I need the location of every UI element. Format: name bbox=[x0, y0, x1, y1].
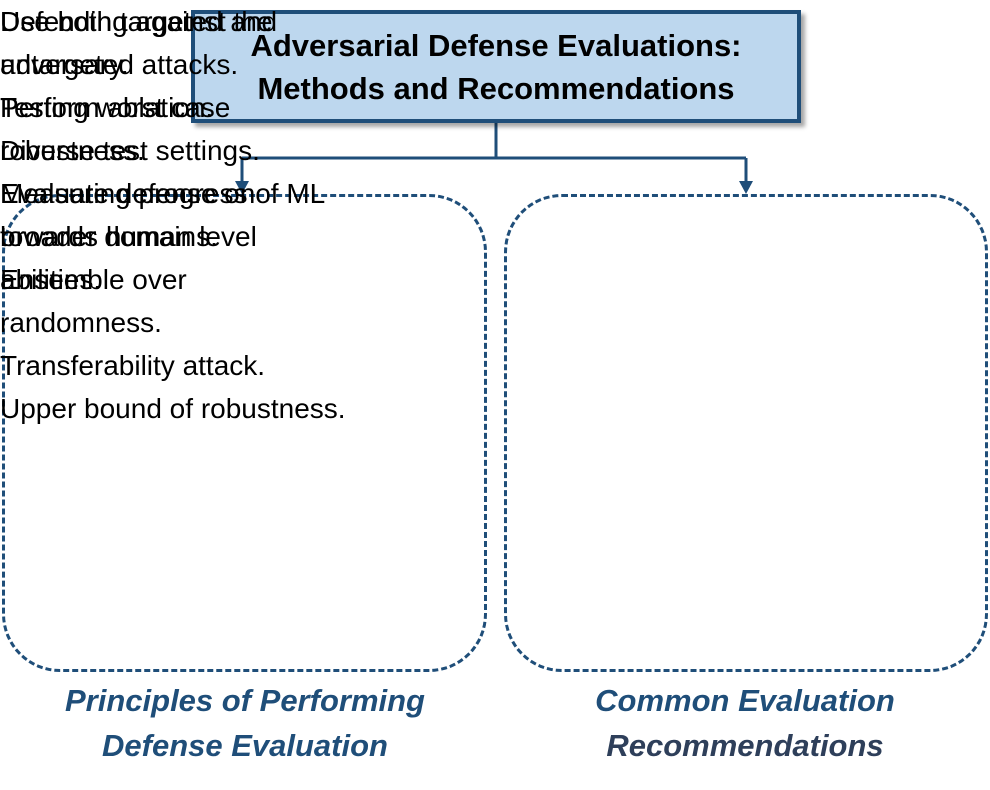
title-box: Adversarial Defense Evaluations: Methods… bbox=[191, 10, 801, 123]
left-panel bbox=[2, 194, 487, 672]
left-list-item-line: Measuring progress of ML bbox=[0, 178, 326, 209]
right-caption: Common Evaluation Recommendations bbox=[500, 678, 990, 768]
left-arrowhead bbox=[235, 181, 249, 194]
right-list-item-line: Evaluate defense on bbox=[0, 178, 256, 209]
left-list-item-line: towards human level bbox=[0, 221, 257, 252]
right-list-item: •Diverse test settings. bbox=[0, 129, 346, 172]
right-list-item-line: Ensemble over bbox=[0, 264, 187, 295]
right-list-item-line: Transferability attack. bbox=[0, 350, 266, 381]
right-list-item-line: untargeted attacks. bbox=[0, 49, 239, 80]
left-list-item-line: abilities. bbox=[0, 264, 102, 295]
right-panel bbox=[504, 194, 988, 672]
right-caption-line-1: Common Evaluation bbox=[595, 683, 895, 718]
right-list-item-line: broader domains. bbox=[0, 221, 218, 252]
right-list-item-line: randomness. bbox=[0, 307, 162, 338]
right-list-item-line: Diverse test settings. bbox=[0, 135, 260, 166]
right-caption-line-2: Recommendations bbox=[606, 728, 884, 763]
right-list-item: •Upper bound of robustness. bbox=[0, 387, 346, 430]
left-bullet-list: •Defending against theadversary.•Testing… bbox=[0, 0, 325, 301]
title-line-1: Adversarial Defense Evaluations: bbox=[250, 27, 742, 63]
right-arrowhead bbox=[739, 181, 753, 194]
left-caption: Principles of Performing Defense Evaluat… bbox=[0, 678, 490, 768]
right-list-item-line: Use both targeted and bbox=[0, 6, 278, 37]
left-list-item-line: Defending against the bbox=[0, 6, 273, 37]
right-list-item: •Perform ablation. bbox=[0, 86, 346, 129]
left-list-item-line: adversary. bbox=[0, 49, 129, 80]
left-list-item-line: Testing worst case bbox=[0, 92, 231, 123]
left-list-item-line: robustness. bbox=[0, 135, 145, 166]
title-line-2: Methods and Recommendations bbox=[257, 70, 735, 106]
right-list-item: •Transferability attack. bbox=[0, 344, 346, 387]
right-list-item-line: Upper bound of robustness. bbox=[0, 393, 346, 424]
right-list-item-line: Perform ablation. bbox=[0, 92, 214, 123]
left-caption-line-1: Principles of Performing bbox=[64, 683, 425, 718]
left-caption-line-2: Defense Evaluation bbox=[102, 728, 388, 763]
